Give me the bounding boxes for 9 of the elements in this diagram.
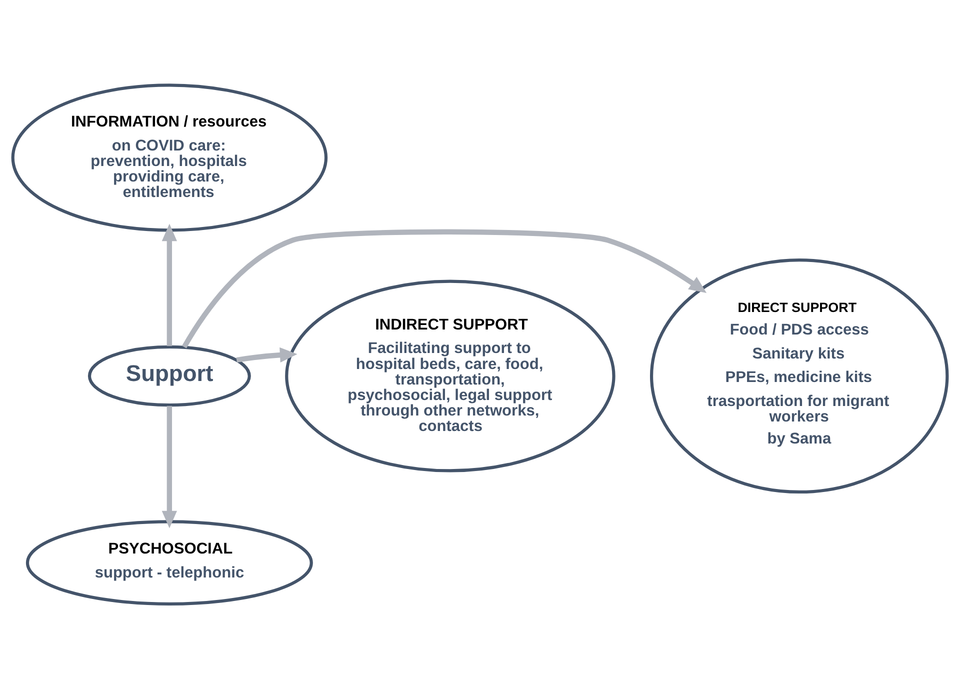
arrow — [236, 347, 298, 363]
node-ellipse: INFORMATION / resources on COVID care: prevention, hospitals providing care, entitlements — [11, 84, 328, 232]
node-ellipse: DIRECT SUPPORT Food / PDS access Sanitary kits PPEs, medicine kits trasportation for migrant workers by Sama — [650, 258, 949, 494]
node-ellipse: PSYCHOSOCIAL support - telephonic — [26, 520, 313, 606]
node-ellipse: Support — [88, 345, 251, 407]
arrow — [182, 229, 707, 348]
node-ellipse: INDIRECT SUPPORT Facilitating support to hospital beds, care, food, transportation, psychosocial, legal support through other networks, contacts — [285, 280, 616, 472]
arrow — [162, 406, 177, 528]
arrow — [162, 224, 177, 346]
